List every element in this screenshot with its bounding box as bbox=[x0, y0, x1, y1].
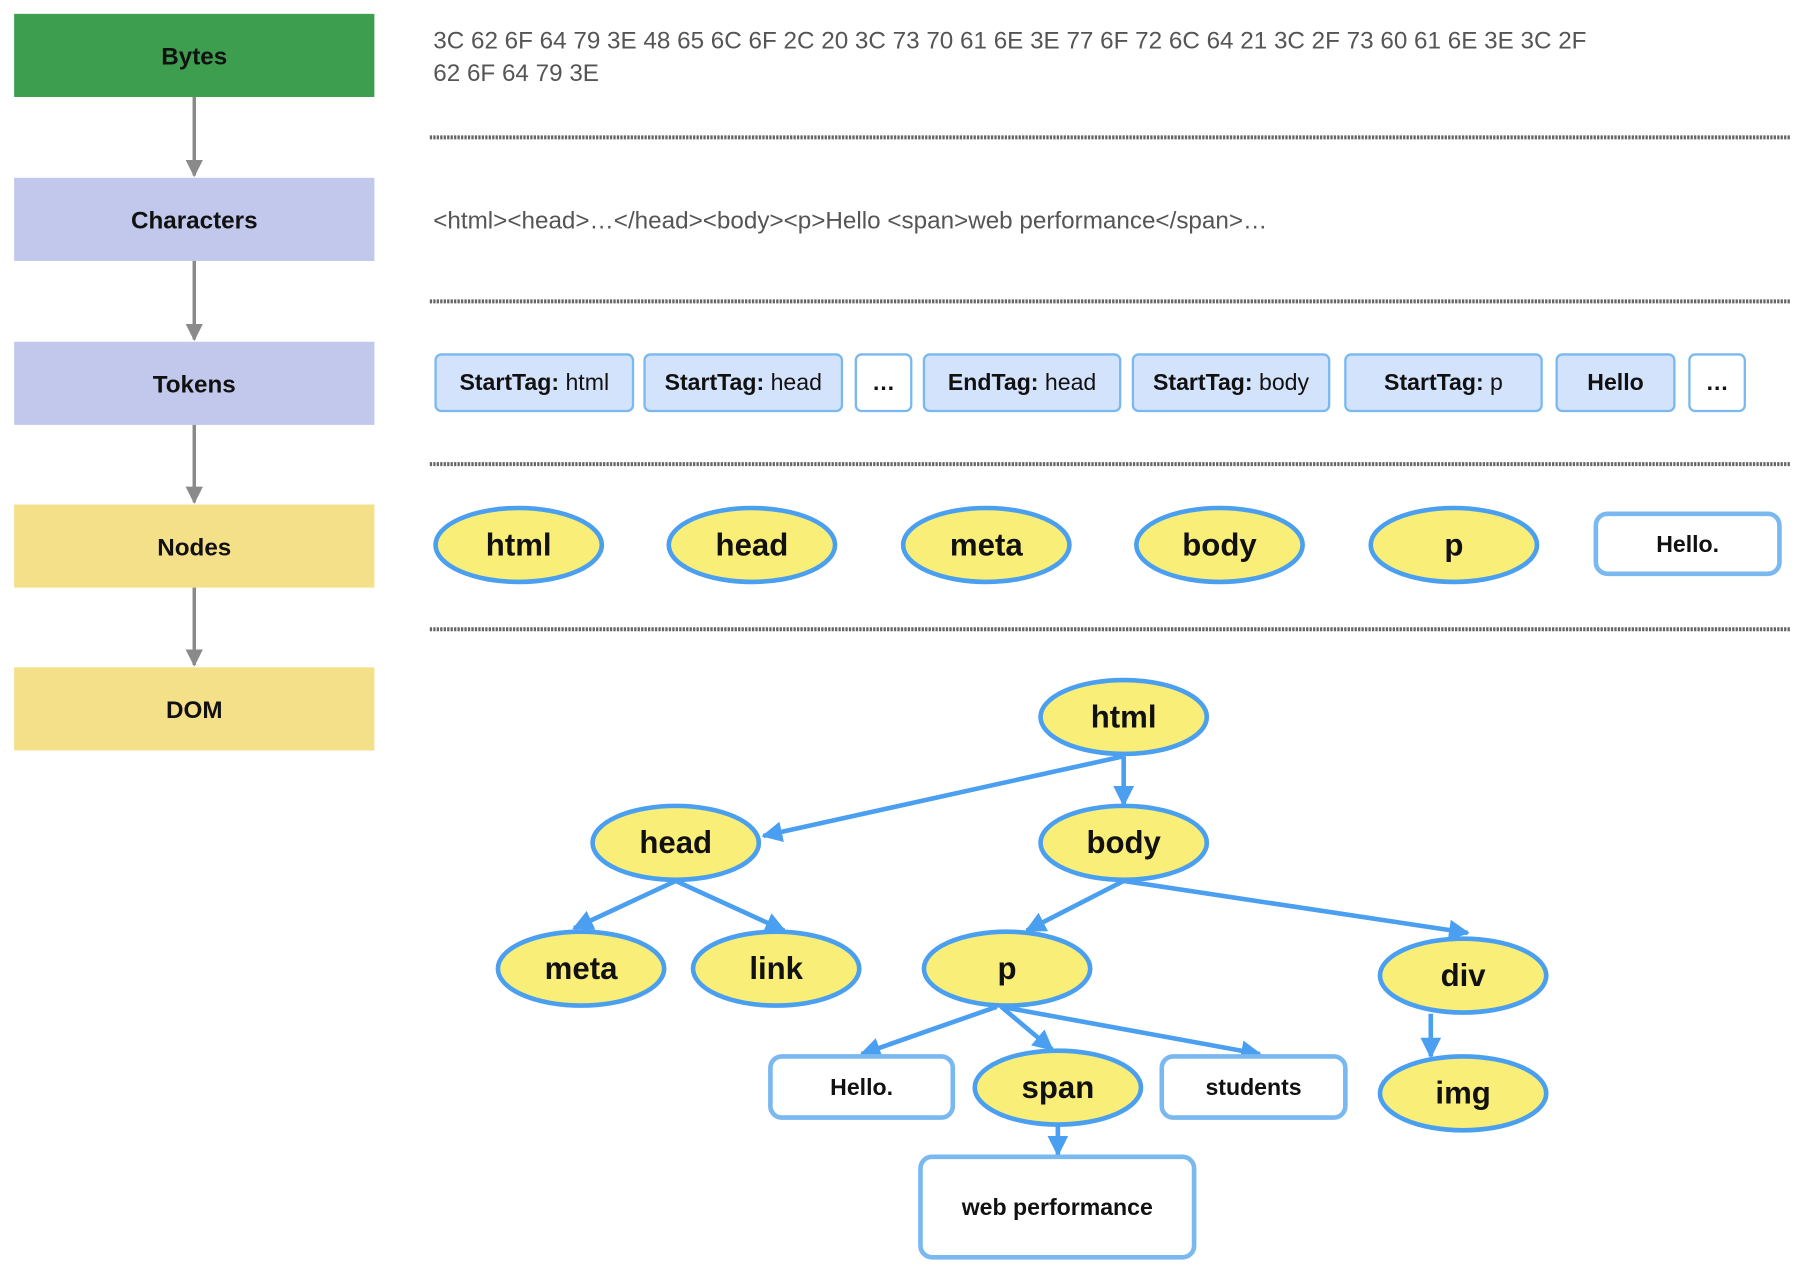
node-label: meta bbox=[950, 527, 1023, 562]
node-label: html bbox=[1091, 699, 1157, 734]
token-kind: StartTag: bbox=[1384, 369, 1484, 395]
token-kind: StartTag: bbox=[1153, 369, 1253, 395]
token-name: p bbox=[1484, 369, 1503, 395]
token: StartTag: head bbox=[643, 353, 844, 413]
svg-text:Hello: Hello bbox=[1587, 369, 1643, 395]
node-label: p bbox=[998, 951, 1017, 986]
dom-text-web-performance: web performance bbox=[918, 1154, 1197, 1260]
stage-label: Bytes bbox=[161, 44, 227, 71]
node-label: link bbox=[749, 951, 803, 986]
node-label: head bbox=[716, 527, 789, 562]
token-kind: StartTag: bbox=[665, 369, 765, 395]
stage-label: Tokens bbox=[153, 372, 236, 399]
dom-node-body: body bbox=[1038, 803, 1210, 883]
node-meta: meta bbox=[900, 505, 1072, 585]
tree-edge bbox=[674, 878, 787, 933]
node-label: meta bbox=[545, 951, 618, 986]
tree-edge bbox=[761, 753, 1125, 842]
stage-dom: DOM bbox=[14, 667, 375, 751]
dom-text-hello: Hello. bbox=[768, 1054, 956, 1120]
svg-text:…: … bbox=[872, 369, 895, 395]
tree-edge bbox=[1123, 878, 1470, 941]
node-label: students bbox=[1205, 1074, 1301, 1100]
token-kind: StartTag: bbox=[459, 369, 559, 395]
node-html: html bbox=[433, 505, 605, 585]
token-kind: … bbox=[1706, 369, 1729, 395]
bytes-line-1: 3C 62 6F 64 79 3E 48 65 6C 6F 2C 20 3C 7… bbox=[433, 27, 1586, 54]
characters-text: <html><head>…</head><body><p>Hello <span… bbox=[433, 208, 1267, 235]
bytes-line-2: 62 6F 64 79 3E bbox=[433, 60, 599, 87]
node-label: body bbox=[1182, 527, 1257, 562]
node-label: body bbox=[1086, 825, 1161, 860]
token-name: Hello bbox=[1587, 369, 1643, 395]
dom-node-p: p bbox=[921, 929, 1093, 1008]
node-label: html bbox=[486, 527, 552, 562]
svg-text:StartTag: p: StartTag: p bbox=[1384, 369, 1503, 395]
dom-node-head: head bbox=[590, 803, 762, 883]
token-kind: EndTag: bbox=[948, 369, 1039, 395]
svg-text:StartTag: body: StartTag: body bbox=[1153, 369, 1310, 395]
node-p: p bbox=[1368, 505, 1540, 585]
tree-edge bbox=[1024, 878, 1125, 933]
stage-tokens: Tokens bbox=[14, 341, 375, 425]
token: StartTag: p bbox=[1344, 353, 1543, 413]
node-label: Hello. bbox=[830, 1074, 893, 1100]
token: … bbox=[854, 353, 913, 413]
dom-node-div: div bbox=[1377, 936, 1549, 1015]
stage-label: Characters bbox=[131, 208, 258, 235]
stage-characters: Characters bbox=[14, 177, 375, 261]
dom-node-span: span bbox=[972, 1048, 1144, 1127]
stage-label: DOM bbox=[166, 697, 223, 724]
stage-bytes: Bytes bbox=[14, 13, 375, 97]
svg-text:…: … bbox=[1706, 369, 1729, 395]
tree-edge bbox=[572, 878, 677, 931]
token-name: body bbox=[1253, 369, 1310, 395]
token: StartTag: html bbox=[434, 353, 635, 413]
tree-edge bbox=[999, 1004, 1054, 1052]
node-label: span bbox=[1022, 1070, 1095, 1105]
node-head: head bbox=[666, 505, 838, 585]
tree-edge bbox=[1000, 1004, 1262, 1061]
svg-text:StartTag: head: StartTag: head bbox=[665, 369, 822, 395]
node-label: div bbox=[1441, 958, 1487, 993]
node-body: body bbox=[1134, 505, 1305, 585]
svg-text:EndTag: head: EndTag: head bbox=[948, 369, 1096, 395]
token: EndTag: head bbox=[922, 353, 1122, 413]
node-label: head bbox=[639, 825, 712, 860]
token: StartTag: body bbox=[1131, 353, 1331, 413]
token-name: head bbox=[764, 369, 822, 395]
dom-node-html: html bbox=[1038, 677, 1210, 757]
tree-edge bbox=[859, 1004, 998, 1058]
svg-text:StartTag: html: StartTag: html bbox=[459, 369, 609, 395]
stage-label: Nodes bbox=[157, 534, 231, 561]
node-label: web performance bbox=[961, 1194, 1153, 1220]
dom-node-img: img bbox=[1377, 1054, 1549, 1133]
token: Hello bbox=[1555, 353, 1676, 413]
node-label: p bbox=[1444, 527, 1463, 562]
node-label: img bbox=[1435, 1076, 1490, 1111]
stage-nodes: Nodes bbox=[14, 504, 375, 588]
dom-node-meta: meta bbox=[495, 929, 667, 1008]
token-name: html bbox=[559, 369, 609, 395]
token-name: head bbox=[1038, 369, 1096, 395]
node-label: Hello. bbox=[1656, 531, 1719, 557]
node-text-hello: Hello. bbox=[1593, 511, 1782, 577]
token-kind: … bbox=[872, 369, 895, 395]
dom-text-students: students bbox=[1159, 1054, 1348, 1120]
dom-node-link: link bbox=[690, 929, 862, 1008]
token: … bbox=[1688, 353, 1746, 413]
